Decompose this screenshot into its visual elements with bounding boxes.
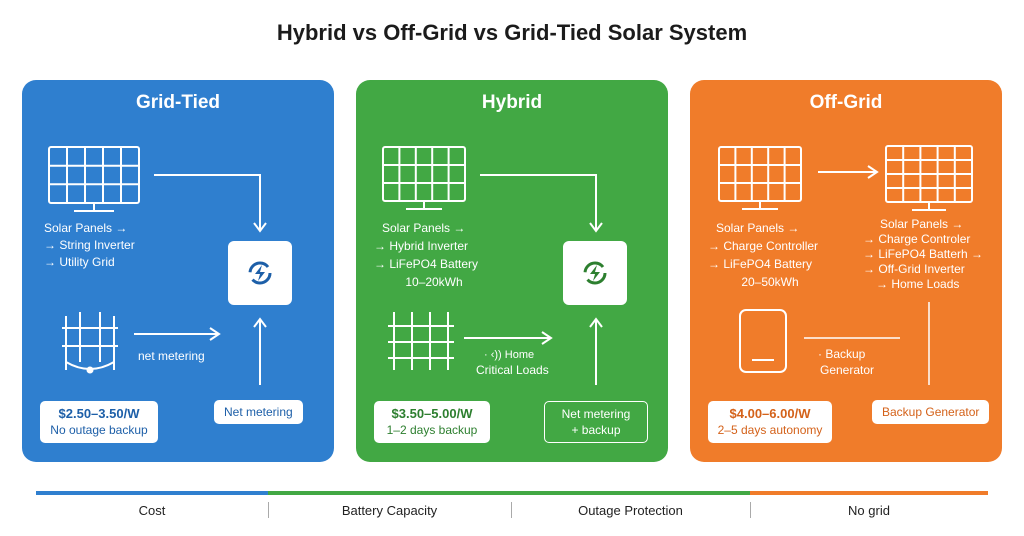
legend-no-grid: No grid: [848, 503, 890, 518]
grid-tied-flow-label: net metering: [138, 349, 205, 363]
grid-tied-diagram: [48, 146, 267, 385]
solar-panel-icon: [48, 146, 140, 212]
solar-panel-icon: [718, 146, 802, 210]
legend-outage-protection: Outage Protection: [578, 503, 683, 518]
arrow-up-to-inverter: [253, 317, 267, 385]
hybrid-price-card: $3.50–5.00/W 1–2 days backup: [374, 401, 490, 443]
grid-tied-price-note: No outage backup: [50, 423, 148, 437]
panel-off-grid: Off-Grid So: [690, 80, 1002, 462]
off-grid-diagram: [718, 145, 973, 385]
utility-grid-icon: [62, 312, 118, 374]
solar-panel-icon: [382, 146, 466, 210]
off-grid-left-line-2: → Charge Controller: [708, 239, 819, 253]
grid-tied-price: $2.50–3.50/W: [58, 406, 140, 421]
bottom-bar-orange: [750, 491, 988, 495]
bottom-bar-blue: [36, 491, 268, 495]
inverter-icon: [563, 241, 627, 305]
grid-tied-line-2: → String Inverter: [44, 238, 135, 252]
legend-divider: [268, 502, 269, 518]
off-grid-left-line-1: Solar Panels →: [716, 221, 800, 235]
battery-rack-icon: [388, 312, 454, 370]
hybrid-line-3: → LiFePO4 Battery: [374, 257, 479, 271]
off-grid-gen-label-2: Generator: [820, 363, 875, 377]
grid-tied-tag: Net metering: [214, 400, 303, 424]
arrow-panel-to-inverter: [480, 174, 603, 233]
hybrid-tag-line-1: Net metering: [561, 407, 631, 421]
hybrid-line-4: 10–20kWh: [405, 275, 463, 289]
panel-hybrid: Hybrid: [356, 80, 668, 462]
arrow-panel-to-inverter: [154, 174, 267, 233]
tablet-generator-icon: [739, 309, 787, 373]
off-grid-right-line-1: Solar Panels →: [880, 217, 964, 231]
off-grid-tag: Backup Generator: [872, 400, 990, 424]
hybrid-tag: Net metering + backup: [544, 401, 648, 443]
off-grid-price-card: $4.00–6.00/W 2–5 days autonomy: [708, 401, 832, 443]
panel-grid-tied: Grid-Tied: [22, 80, 334, 462]
hybrid-line-1: Solar Panels →: [382, 221, 466, 235]
bottom-bar-green: [268, 491, 750, 495]
panel-title-grid-tied: Grid-Tied: [135, 92, 221, 113]
legend-cost: Cost: [138, 503, 166, 518]
off-grid-right-line-2: → Charge Controler: [863, 232, 971, 246]
panel-title-hybrid: Hybrid: [481, 92, 543, 113]
panel-title-off-grid: Off-Grid: [809, 92, 883, 113]
off-grid-gen-label-1: · Backup: [818, 347, 866, 361]
off-grid-right-line-5: → Home Loads: [876, 277, 960, 291]
legend-divider: [750, 502, 751, 518]
off-grid-price-note: 2–5 days autonomy: [717, 423, 823, 437]
off-grid-left-line-4: 20–50kWh: [741, 275, 799, 289]
hybrid-price-note: 1–2 days backup: [386, 423, 478, 437]
off-grid-price: $4.00–6.00/W: [729, 406, 811, 421]
hybrid-flow-label-1: · ‹)) Home: [484, 349, 535, 361]
hybrid-flow-label-2: Critical Loads: [476, 363, 549, 377]
arrow-to-home: [464, 331, 553, 345]
solar-panel-icon: [885, 145, 973, 211]
hybrid-diagram: [382, 146, 603, 385]
legend-battery-capacity: Battery Capacity: [341, 503, 438, 518]
grid-tied-price-card: $2.50–3.50/W No outage backup: [40, 401, 158, 443]
arrow-grid-to-inverter: [134, 327, 221, 341]
off-grid-right-line-4: → Off-Grid Inverter: [863, 262, 965, 276]
hybrid-price: $3.50–5.00/W: [391, 406, 473, 421]
inverter-icon: [228, 241, 292, 305]
arrow-panel-to-panel: [818, 165, 879, 179]
grid-tied-line-3: → Utility Grid: [44, 255, 115, 269]
hybrid-line-2: → Hybrid Inverter: [374, 239, 469, 253]
off-grid-left-line-3: → LiFePO4 Battery: [708, 257, 813, 271]
arrow-up-to-inverter: [589, 317, 603, 385]
hybrid-tag-line-2: + backup: [571, 423, 621, 437]
page-title: Hybrid vs Off-Grid vs Grid-Tied Solar Sy…: [276, 20, 748, 45]
off-grid-right-line-3: → LiFePO4 Batterh →: [863, 247, 984, 261]
legend-divider: [511, 502, 512, 518]
grid-tied-line-1: Solar Panels →: [44, 221, 128, 235]
